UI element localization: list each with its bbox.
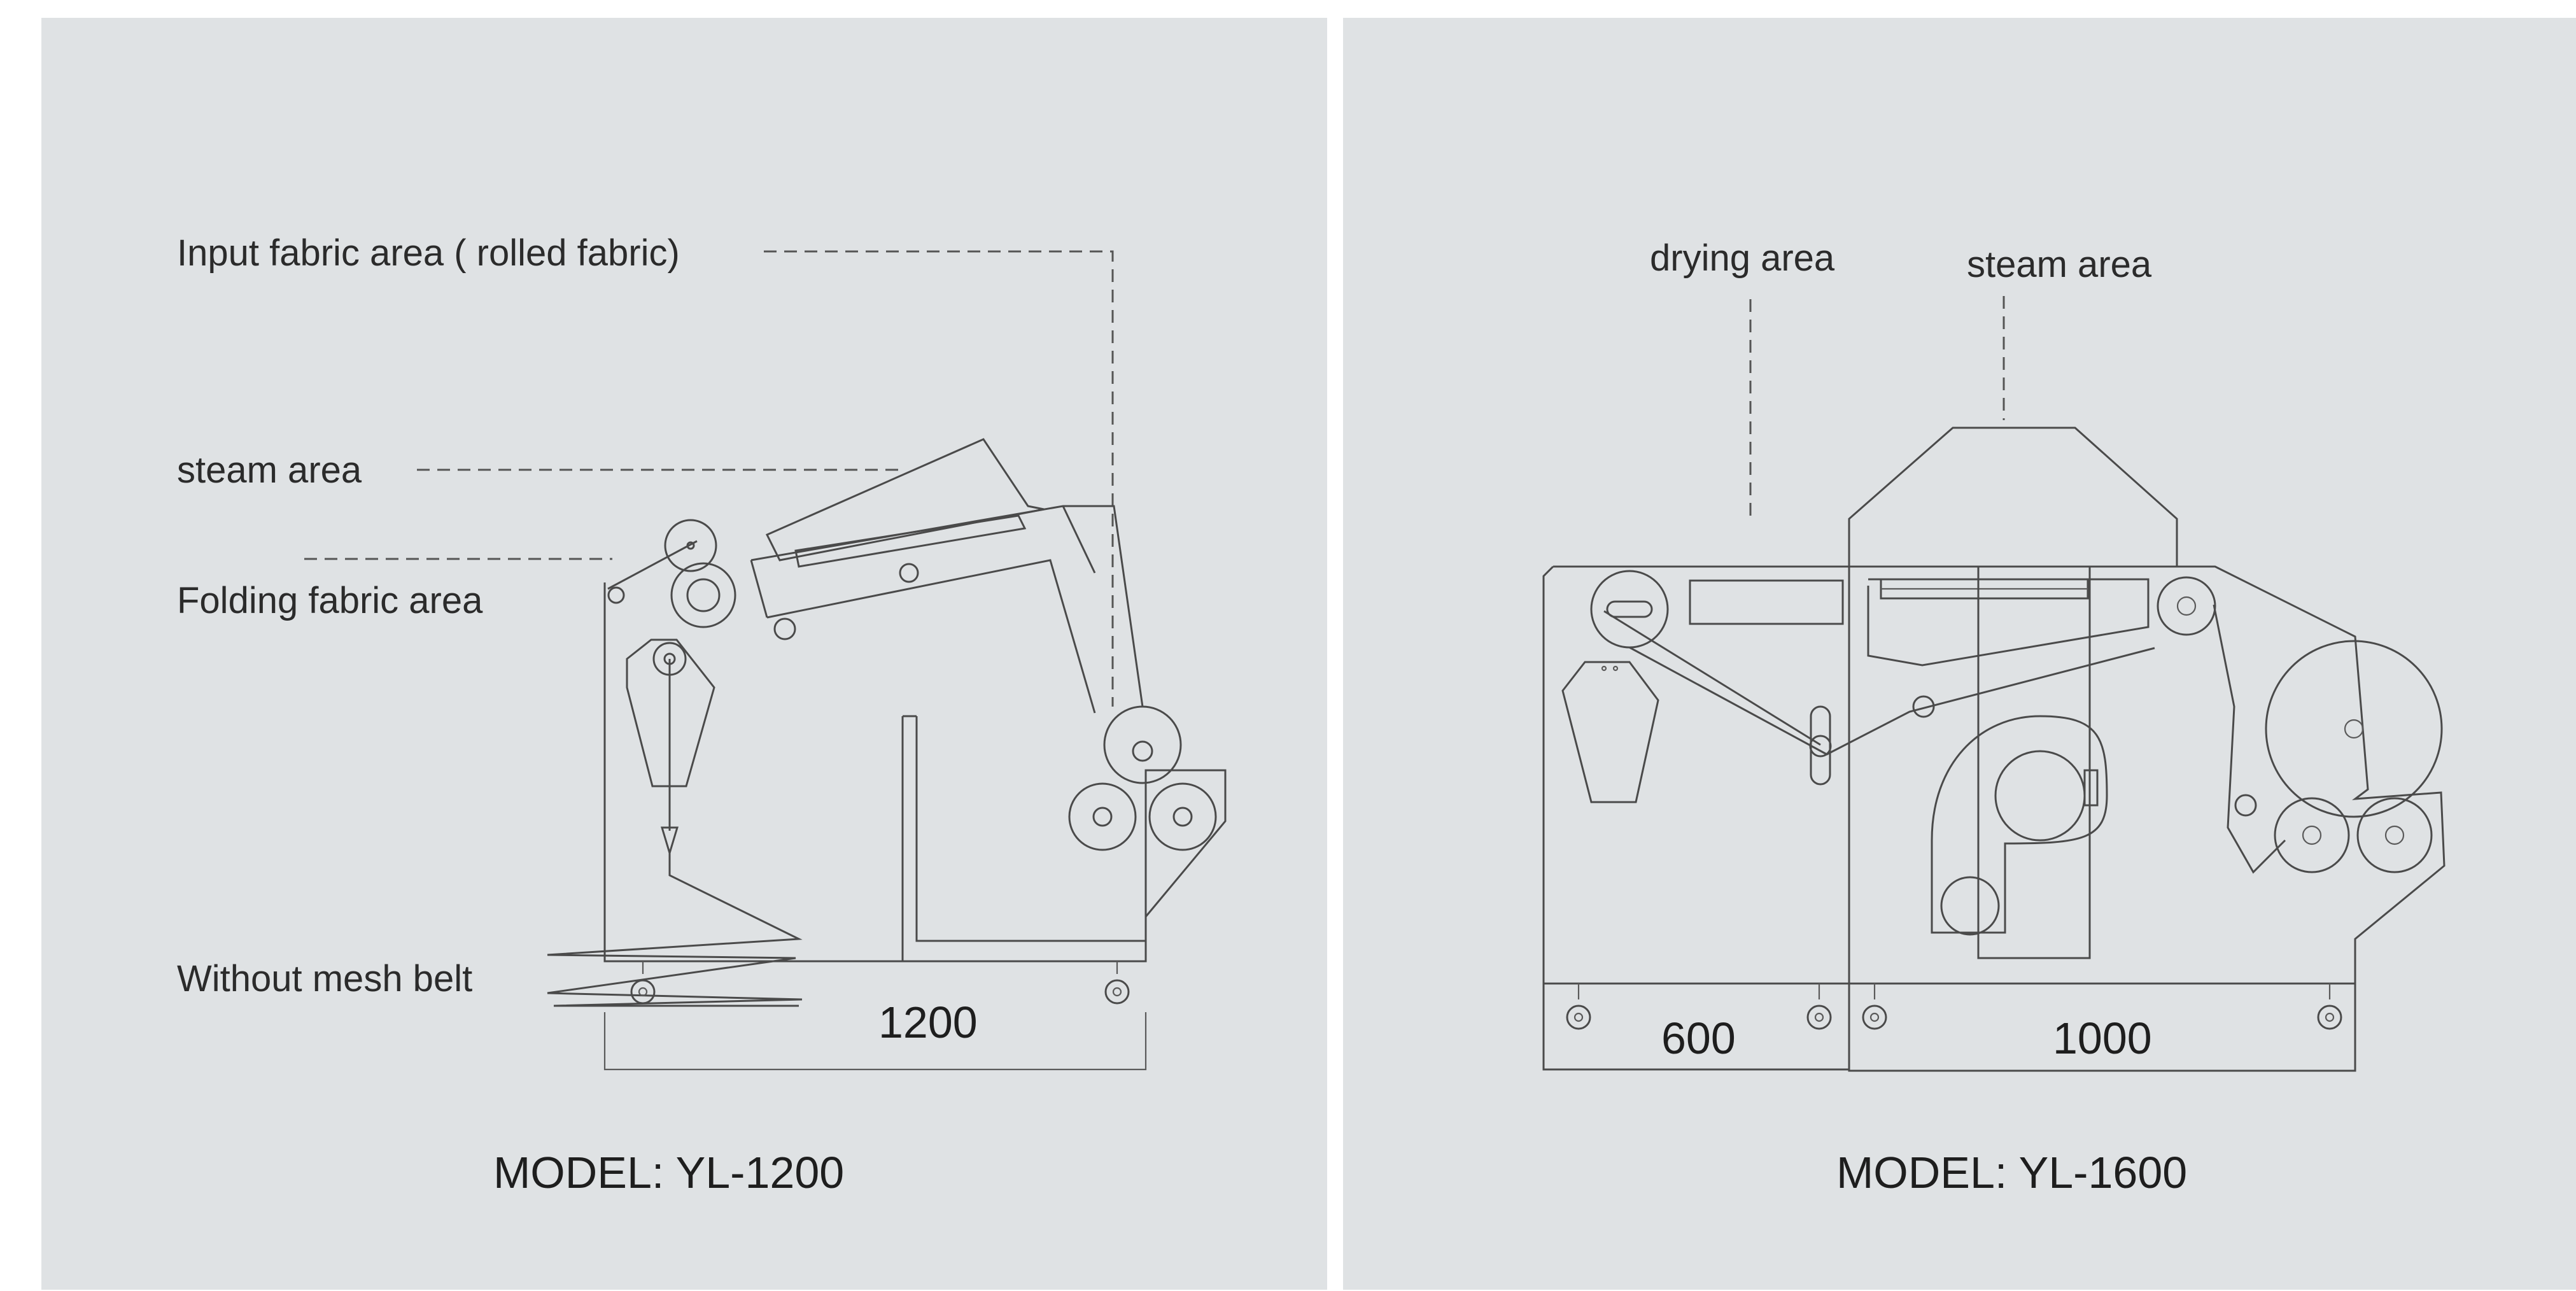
arm-vertical-edge: [1062, 505, 1096, 574]
caster-wheel-left: [630, 961, 656, 1005]
input-fabric-roll-right: [2265, 640, 2443, 818]
dimension-value-1000: 1000: [2053, 1013, 2152, 1063]
steam-center-column: [1977, 565, 2091, 959]
arm-inner-frame: [766, 559, 1096, 714]
lower-roller-left-hub: [1092, 807, 1113, 827]
steam-small-roller: [1912, 695, 1935, 718]
drying-folder-dot-b: [1612, 665, 1619, 672]
fan-motor: [1940, 876, 2000, 936]
model-label-yl-1600: MODEL: YL-1600: [1836, 1148, 2187, 1197]
input-fabric-leader-line: [764, 250, 1114, 707]
lower-roller-right-a-hub: [2302, 825, 2322, 845]
lower-roller-right-hub: [1172, 807, 1193, 827]
label-without-mesh-belt: Without mesh belt: [177, 958, 472, 999]
drying-top-roller-slot: [1606, 600, 1653, 618]
lower-roller-left: [1068, 782, 1137, 851]
input-fabric-roll: [1103, 705, 1182, 784]
label-folding-fabric-area: Folding fabric area: [177, 580, 483, 621]
lower-roller-right-b-hub: [2384, 825, 2405, 845]
drying-tension-slot: [1810, 705, 1831, 786]
drying-module-outline: [1542, 565, 1850, 985]
steam-tray: [794, 514, 1027, 568]
label-steam-area-right: steam area: [1967, 244, 2152, 285]
machine-body-outline: [603, 582, 1227, 963]
right-panel-background: [1343, 18, 2576, 1290]
dimension-value-1200: 1200: [878, 998, 978, 1047]
label-input-fabric-area: Input fabric area ( rolled fabric): [177, 232, 680, 274]
steam-top-right-roller-hub: [2176, 596, 2197, 616]
drying-folder: [1561, 661, 1659, 803]
fabric-path-return: [1603, 610, 1821, 746]
caster-wheel-r2: [1806, 984, 1832, 1030]
lower-roller-right-b: [2356, 797, 2433, 873]
fan-side-bracket: [2083, 769, 2099, 807]
caster-wheel-right: [1104, 961, 1130, 1005]
fan-housing: [1931, 715, 2108, 934]
machine-yl-1600-drawing: [1542, 296, 2446, 1072]
base-roller-small: [773, 617, 796, 640]
folding-main-roller: [670, 562, 736, 628]
arm-front-edge: [750, 560, 768, 618]
arm-roller-small: [899, 563, 919, 583]
caster-wheel-r4: [2317, 984, 2342, 1030]
caster-wheel-r1: [1566, 984, 1591, 1030]
model-label-yl-1200: MODEL: YL-1200: [493, 1148, 844, 1197]
steam-inner-tray: [1867, 578, 2150, 667]
drying-top-roller: [1590, 570, 1669, 649]
machine-yl-1200-drawing: [304, 250, 1227, 1071]
dimension-value-600: 600: [1661, 1013, 1736, 1063]
label-drying-area: drying area: [1650, 237, 1835, 279]
lower-roller-right-a: [2274, 797, 2350, 873]
drying-window: [1689, 579, 1844, 625]
lower-roller-right: [1148, 782, 1217, 851]
folding-top-roller: [664, 519, 717, 572]
drying-module-base: [1542, 984, 1849, 1071]
feed-guide-roller: [607, 586, 625, 604]
steam-hood: [765, 438, 1045, 561]
caster-wheel-r3: [1862, 984, 1887, 1030]
dimension-bracket-1200: [603, 1012, 1147, 1071]
input-fabric-roll-hub: [1132, 740, 1153, 762]
steam-module-base: [1848, 984, 2356, 1072]
folding-main-roller-hub: [686, 578, 721, 612]
guide-roller-right: [2234, 794, 2257, 817]
fan-impeller: [1994, 750, 2086, 842]
pendulum-tip: [660, 826, 679, 857]
label-steam-area-left: steam area: [177, 449, 362, 491]
fabric-path-line: [607, 540, 698, 590]
steam-top-right-roller: [2157, 576, 2216, 636]
steam-module-outline: [1849, 565, 2446, 985]
drying-folder-dot-a: [1601, 665, 1607, 672]
stacking-plate-right: [915, 716, 1146, 942]
pendulum-folder: [626, 638, 715, 787]
steam-hood-top: [1848, 427, 2178, 567]
arm-linkage-right: [2213, 604, 2286, 874]
folded-fabric-zigzag: [547, 853, 803, 1007]
fabric-path-drying: [1629, 646, 2155, 756]
input-fabric-roll-right-hub: [2344, 719, 2364, 739]
